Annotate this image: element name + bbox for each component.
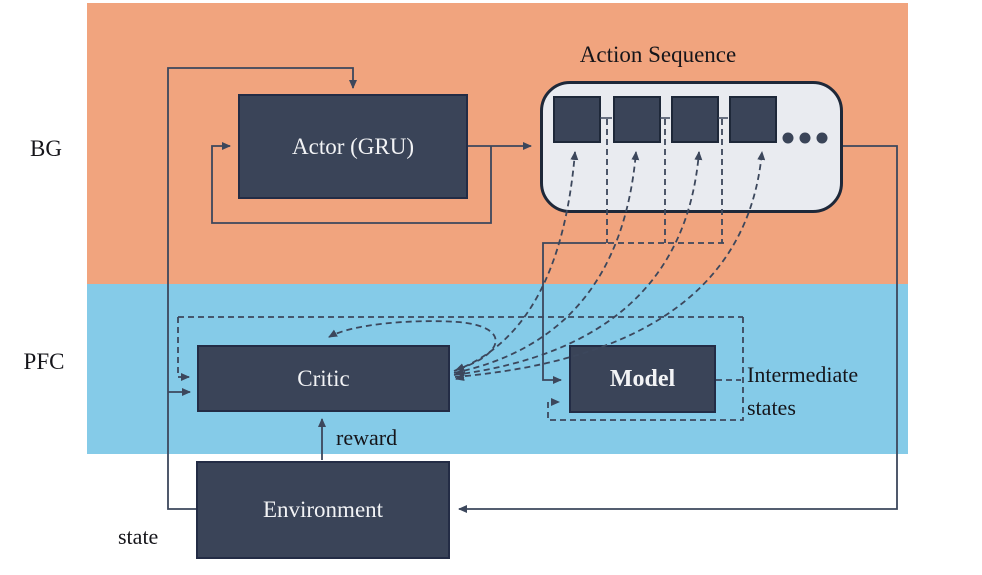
action-slot-4 [729, 96, 777, 143]
actor-node: Actor (GRU) [238, 94, 468, 199]
intermediate-states-label: Intermediate states [747, 358, 858, 424]
action-slot-3 [671, 96, 719, 143]
intermediate-states-line1: Intermediate [747, 362, 859, 387]
action-sequence-title: Action Sequence [579, 42, 737, 67]
model-node: Model [569, 345, 716, 413]
state-label: state [118, 524, 159, 549]
action-slot-2 [613, 96, 661, 143]
bg-region-label: BG [30, 136, 62, 161]
intermediate-states-line2: states [747, 395, 796, 420]
environment-node: Environment [196, 461, 450, 559]
action-sequence-box [540, 81, 843, 213]
critic-node: Critic [197, 345, 450, 412]
action-slot-1 [553, 96, 601, 143]
pfc-region-label: PFC [23, 349, 65, 374]
reward-label: reward [336, 425, 398, 450]
